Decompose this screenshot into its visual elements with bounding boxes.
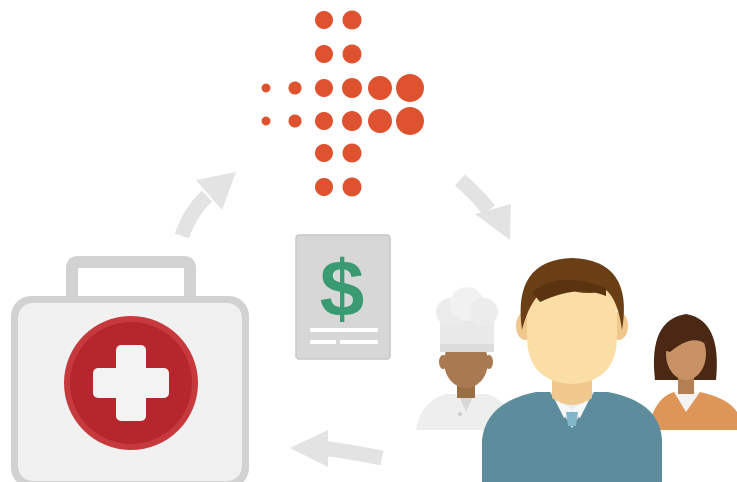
arrow-kit-to-plus-icon: [174, 172, 236, 239]
arrow-people-to-kit-icon: [290, 430, 384, 467]
man-avatar-icon: [482, 258, 662, 482]
woman-avatar-icon: [648, 314, 737, 430]
chef-avatar-icon: [416, 287, 514, 430]
dotted-plus-icon: [261, 10, 424, 197]
arrow-plus-to-people-icon: [455, 174, 511, 240]
first-aid-kit-icon: [11, 256, 249, 482]
bill-dollar-icon: $: [295, 234, 391, 360]
dollar-sign: $: [320, 244, 365, 333]
